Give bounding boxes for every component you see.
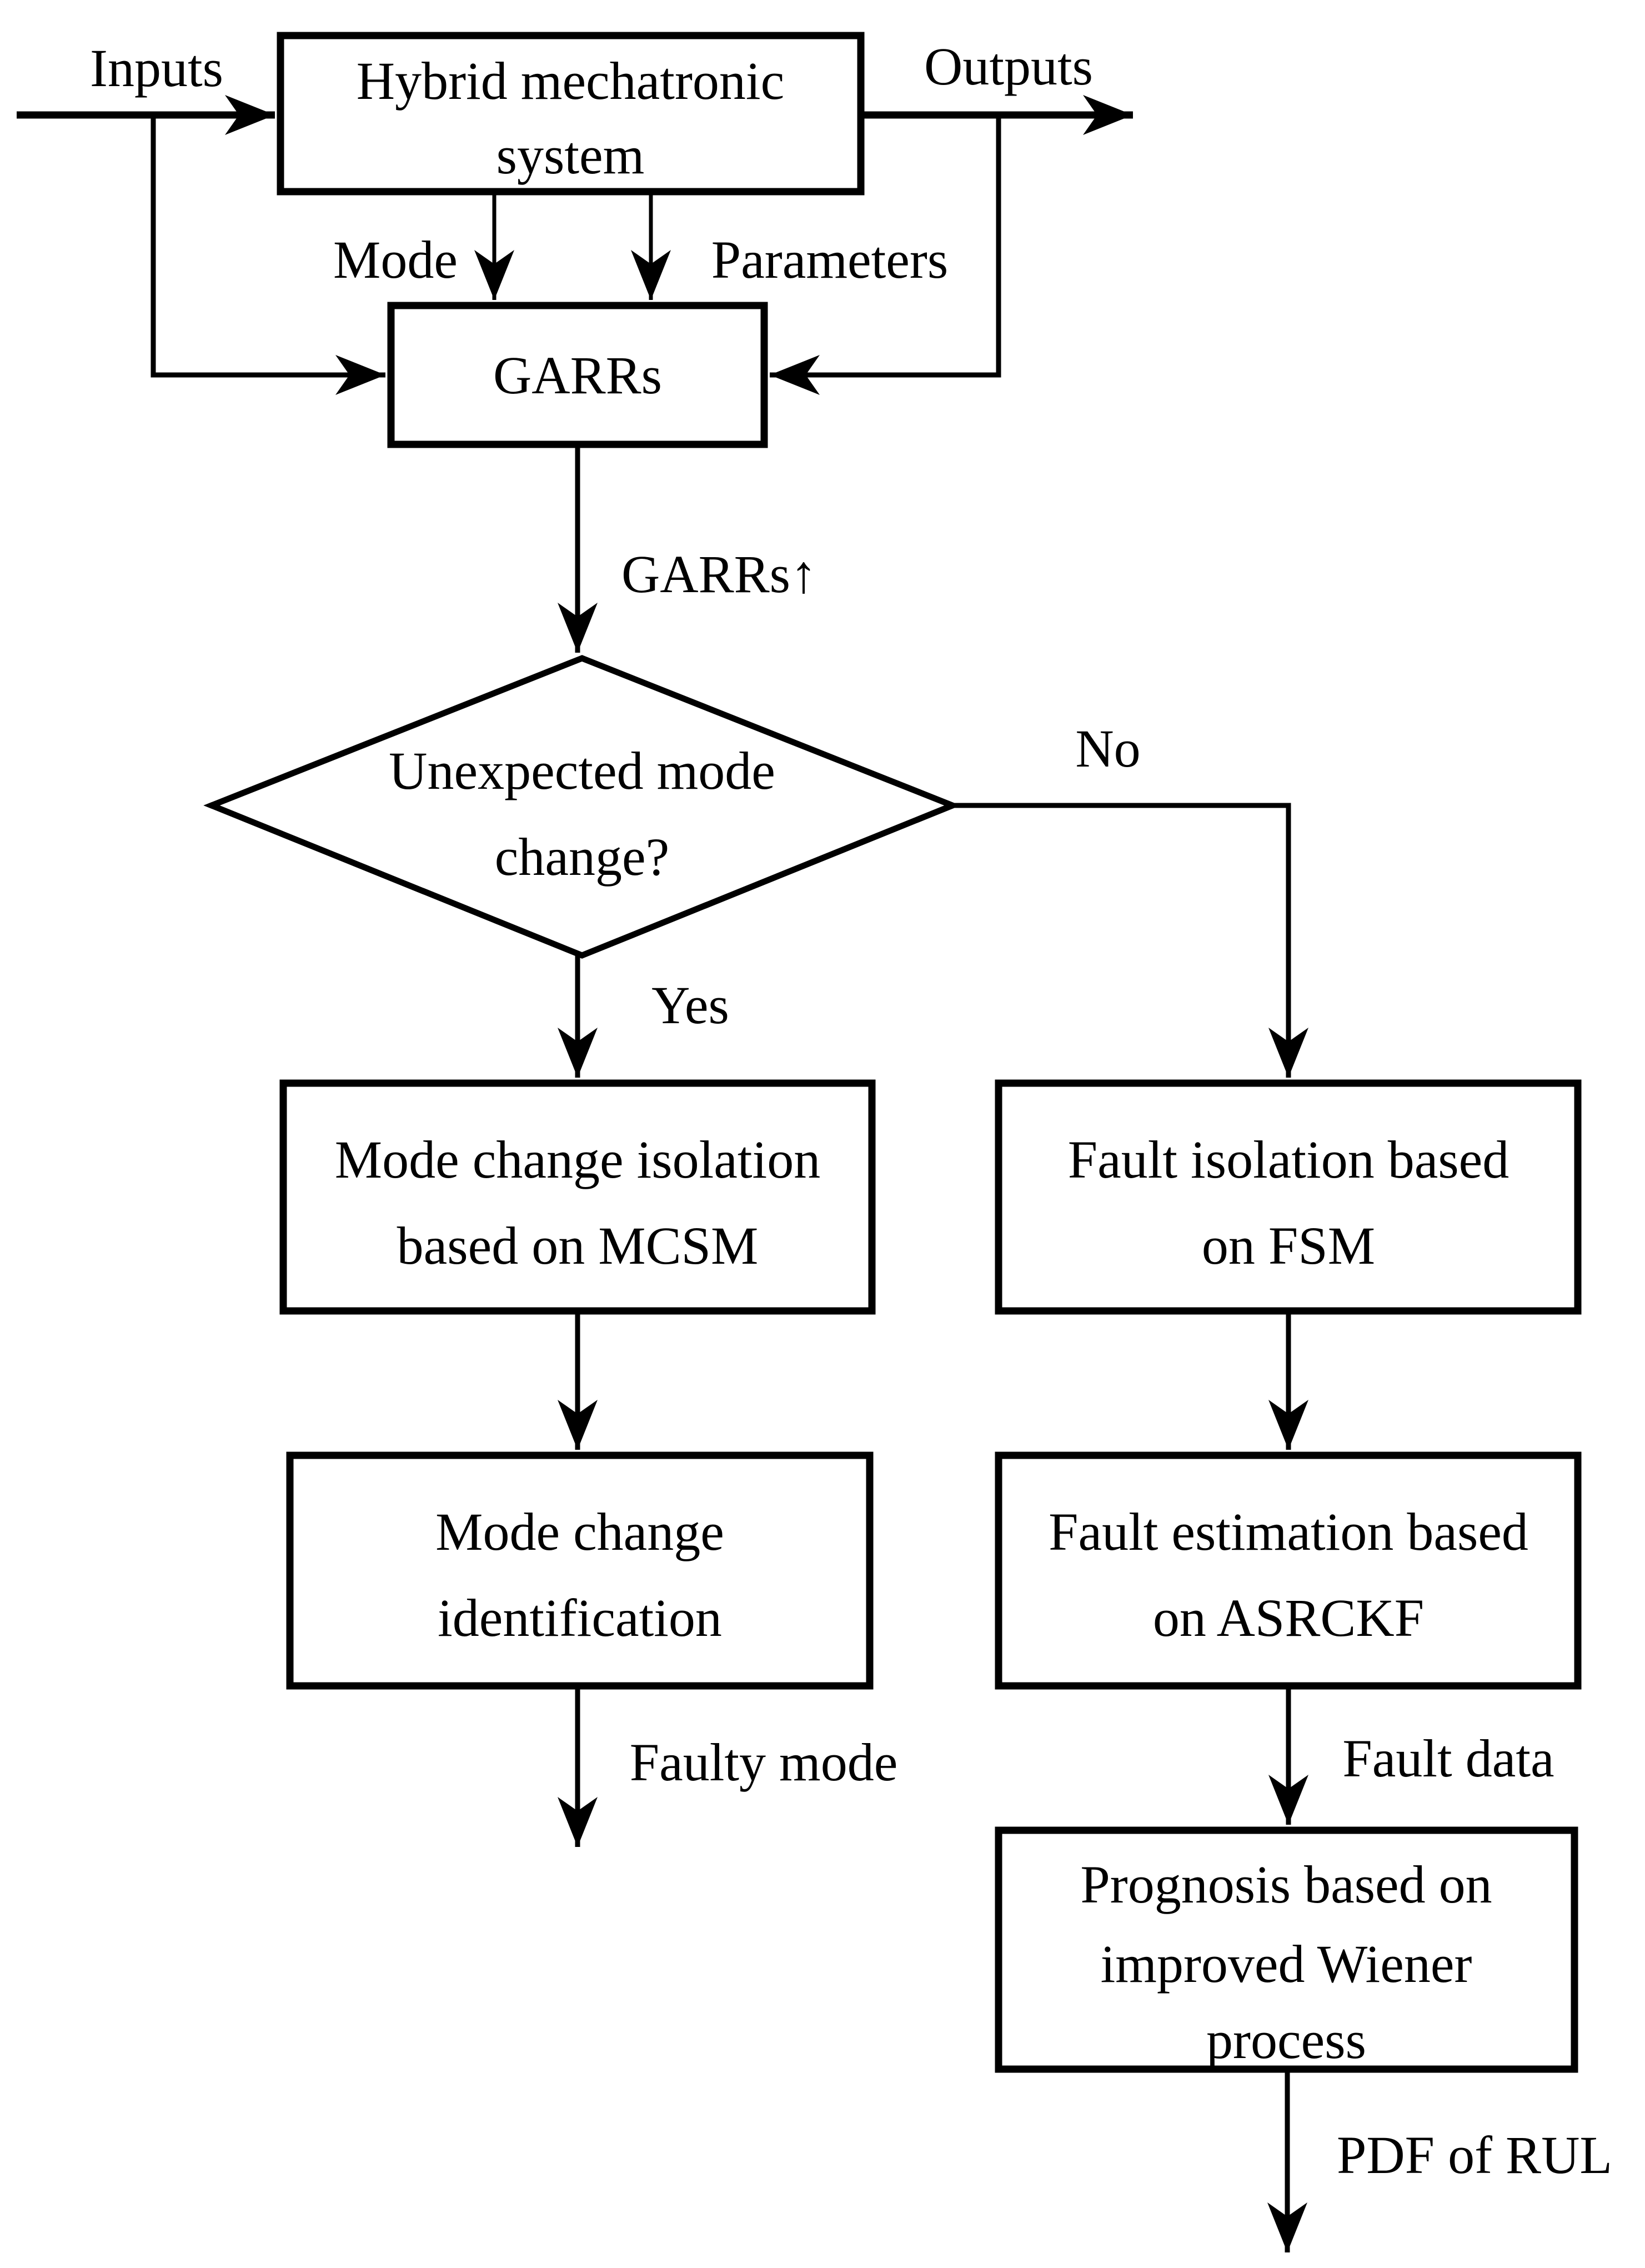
prognosis-label-line3: process <box>1206 2010 1366 2070</box>
garrs-box-label: GARRs <box>493 346 662 405</box>
mode-change-identification-label-line1: Mode change <box>435 1502 724 1561</box>
fault-estimation-label-line1: Fault estimation based <box>1049 1502 1528 1561</box>
pdf-of-rul-label: PDF of RUL <box>1337 2125 1612 2185</box>
node-mode-change-identification <box>286 1451 874 1690</box>
mode-change-isolation-label-line2: based on MCSM <box>397 1216 759 1275</box>
mode-change-isolation-label-line1: Mode change isolation <box>335 1130 820 1189</box>
fault-isolation-label-line2: on FSM <box>1202 1216 1375 1275</box>
parameters-label: Parameters <box>711 230 948 289</box>
system-box-label-line1: Hybrid mechatronic <box>357 51 784 111</box>
edge-outputs-to-garrs <box>770 118 1001 395</box>
edge-inputs-to-garrs <box>151 118 385 395</box>
prognosis-label-line2: improved Wiener <box>1101 1934 1472 1994</box>
fault-estimation-label-line2: on ASRCKF <box>1153 1588 1424 1648</box>
mode-change-identification-label-line2: identification <box>438 1588 722 1648</box>
yes-label: Yes <box>651 975 729 1035</box>
node-garrs <box>387 302 768 448</box>
no-label: No <box>1075 719 1140 778</box>
node-hybrid-mechatronic-system <box>277 32 865 196</box>
decision-label-line2: change? <box>495 827 669 887</box>
node-fault-estimation <box>995 1451 1582 1690</box>
edge-no-branch <box>952 803 1308 1078</box>
node-mode-change-isolation <box>279 1079 876 1315</box>
node-prognosis <box>995 1826 1578 2073</box>
mode-label: Mode <box>333 230 458 289</box>
outputs-label: Outputs <box>924 37 1093 96</box>
prognosis-label-line1: Prognosis based on <box>1080 1855 1492 1914</box>
fault-isolation-label-line1: Fault isolation based <box>1068 1130 1509 1189</box>
node-decision-unexpected-mode-change <box>203 655 961 959</box>
inputs-label: Inputs <box>90 38 223 98</box>
faulty-mode-label: Faulty mode <box>630 1733 898 1792</box>
system-box-label-line2: system <box>496 126 645 185</box>
garrs-residual-label: GARRs↑ <box>621 544 817 604</box>
fault-data-label: Fault data <box>1342 1729 1554 1788</box>
node-fault-isolation <box>995 1079 1582 1315</box>
decision-label-line1: Unexpected mode <box>389 741 775 800</box>
